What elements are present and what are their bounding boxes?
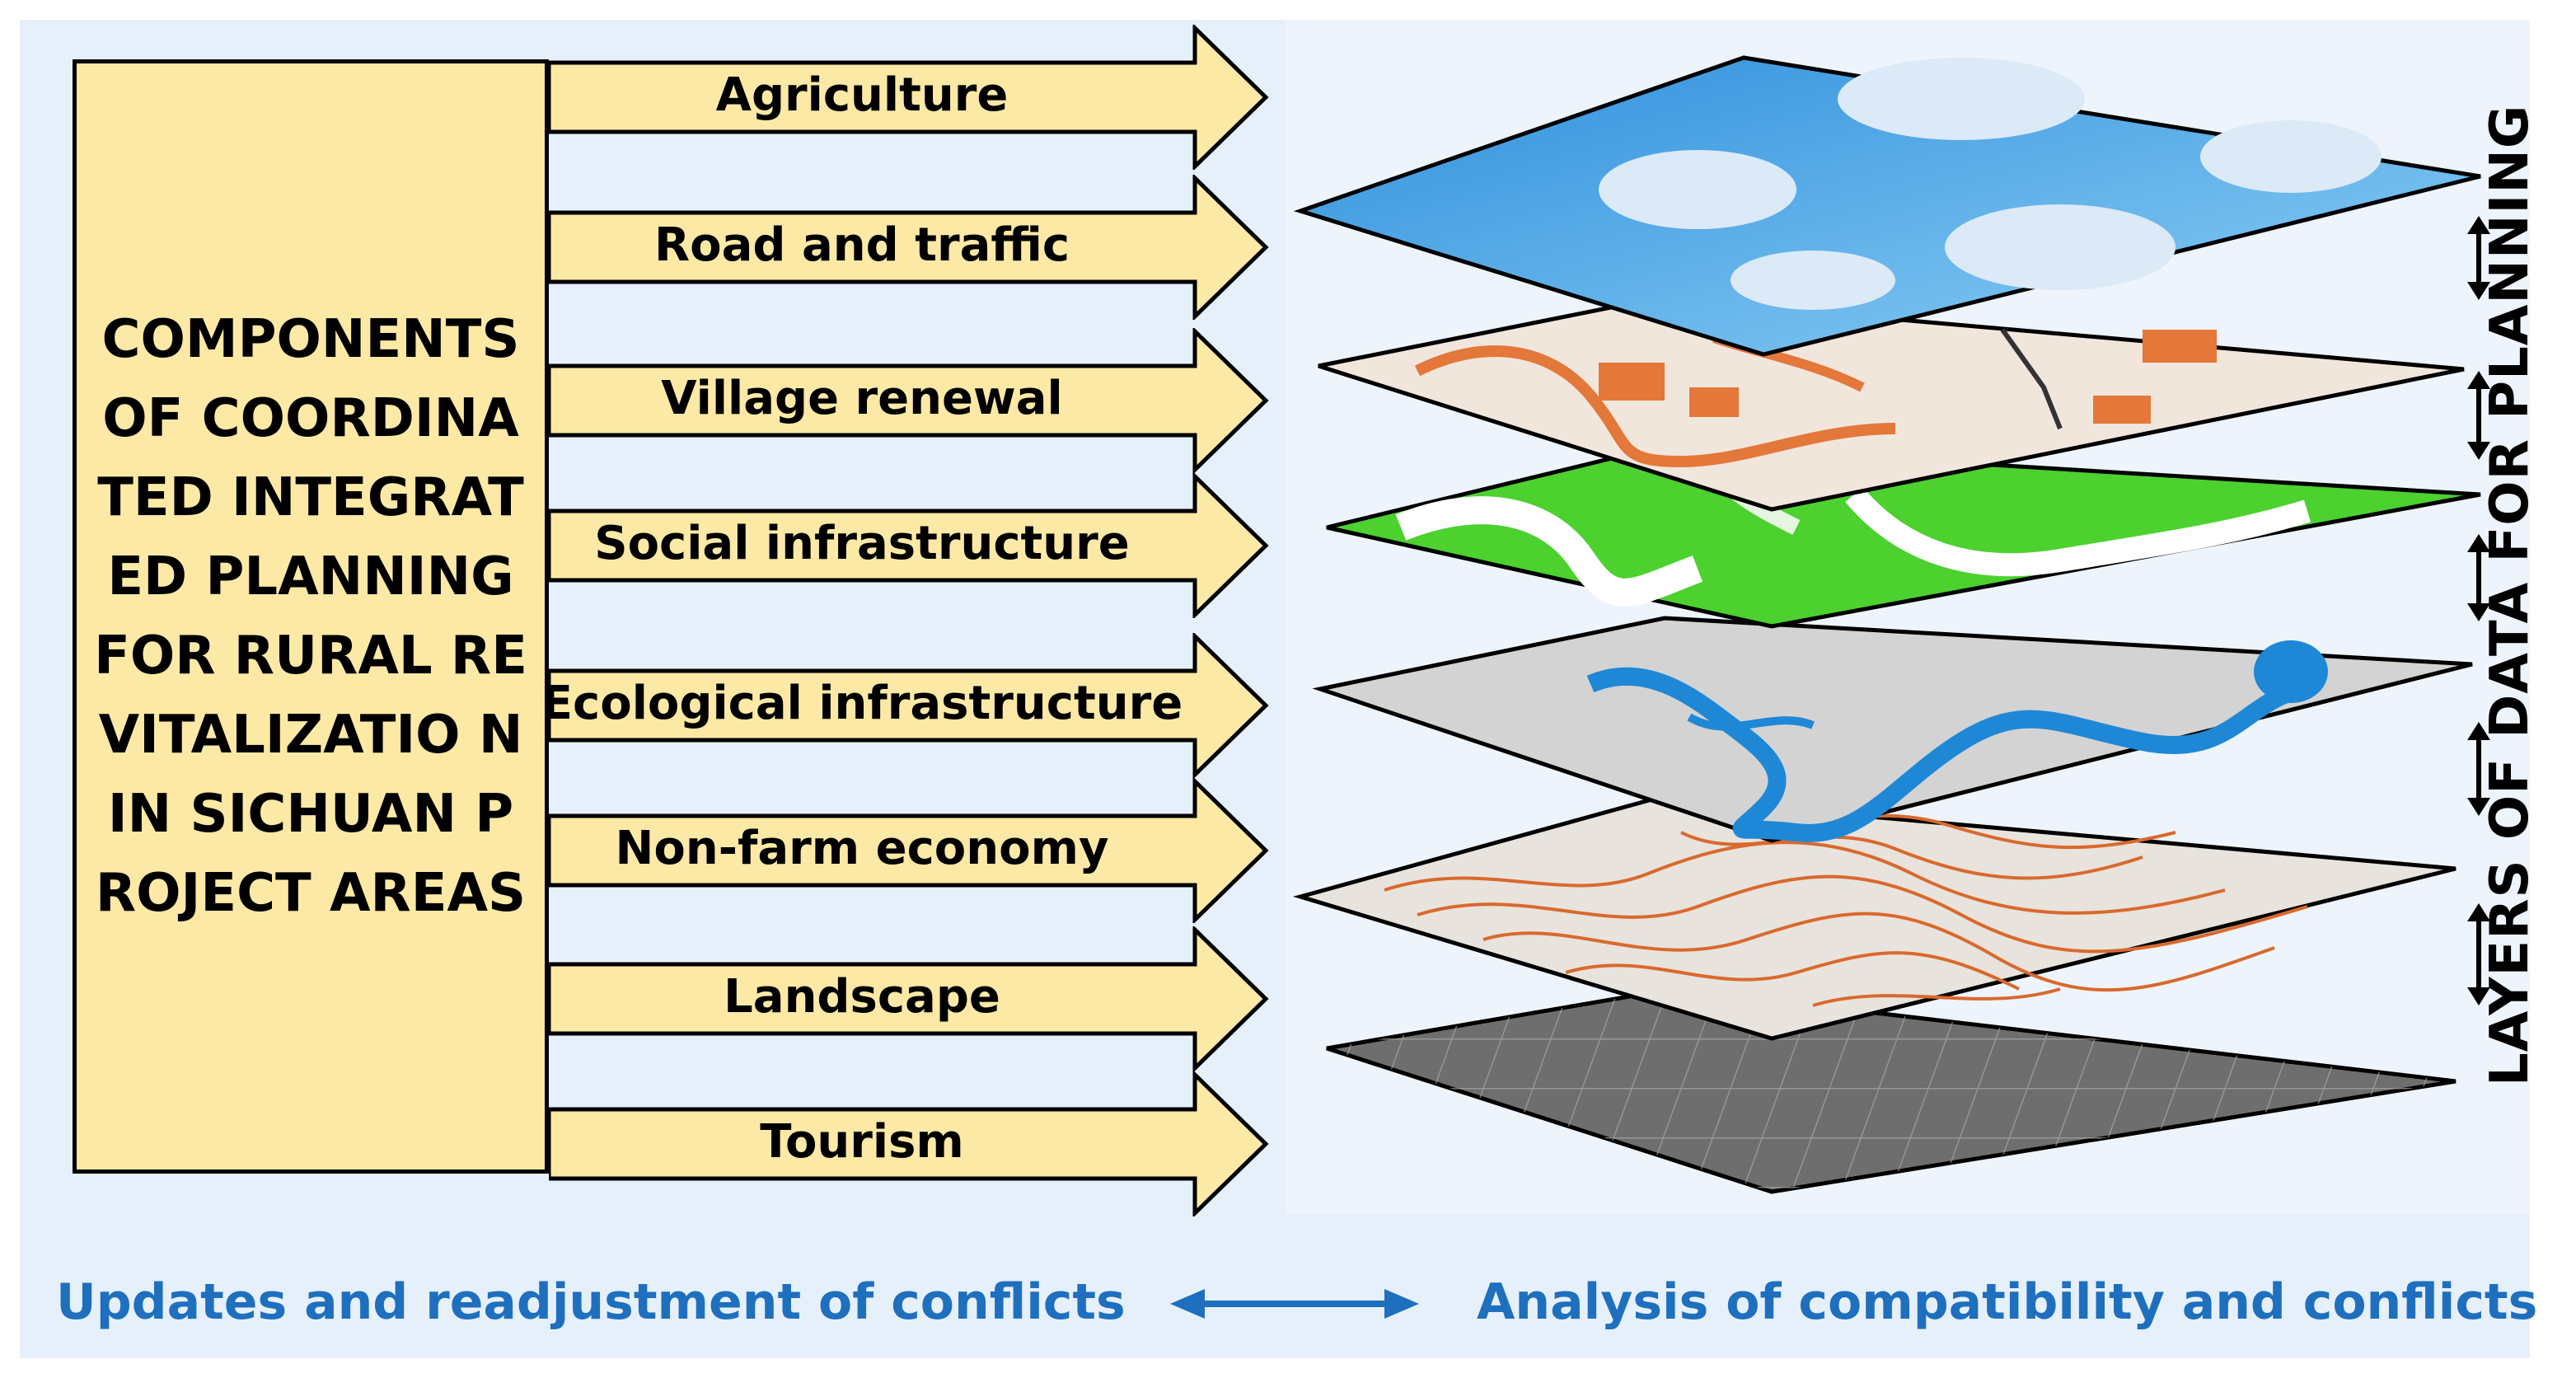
component-label: Non-farm economy: [615, 821, 1109, 875]
component-arrow: Road and traffic: [549, 175, 1274, 320]
footer-right-text: Analysis of compatibility and conflicts: [1477, 1273, 2538, 1331]
layers-title: LAYERS OF DATA FOR PLANNING: [2480, 104, 2541, 1086]
footer-double-arrow: [1170, 1289, 1419, 1319]
layer-double-arrow: [2467, 216, 2490, 300]
layer-connector-arrows: [2467, 216, 2490, 1005]
arrow-shape: [549, 473, 1269, 618]
arrow-shape: [549, 1071, 1269, 1216]
component-arrow: Landscape: [549, 926, 1274, 1071]
layer-double-arrow: [2467, 371, 2490, 460]
component-label: Agriculture: [715, 68, 1009, 122]
component-label: Social infrastructure: [594, 516, 1130, 570]
water-layer: [1312, 616, 2473, 843]
arrow-shape: [549, 25, 1269, 170]
footer-left-text: Updates and readjustment of conflicts: [56, 1273, 1126, 1331]
arrow-shape: [549, 328, 1269, 473]
sky-layer: [1293, 55, 2481, 357]
arrow-shape: [549, 633, 1269, 778]
component-label: Ecological infrastructure: [541, 676, 1183, 730]
component-arrow: Non-farm economy: [549, 778, 1274, 923]
layer-double-arrow: [2467, 722, 2490, 816]
components-box: COMPONENTS OF COORDINATED INTEGRATED PLA…: [73, 59, 549, 1174]
component-arrow: Social infrastructure: [549, 473, 1274, 618]
component-label: Road and traffic: [653, 218, 1070, 272]
component-label: Village renewal: [661, 371, 1063, 425]
component-label: Tourism: [760, 1114, 964, 1169]
base-grid-layer: [1326, 987, 2457, 1194]
arrow-shape: [549, 926, 1269, 1071]
components-title: COMPONENTS OF COORDINATED INTEGRATED PLA…: [94, 309, 527, 924]
arrow-shape: [549, 175, 1269, 320]
component-arrow: Ecological infrastructure: [541, 633, 1274, 778]
component-label: Landscape: [724, 969, 1000, 1024]
settlement-layer: [1318, 296, 2465, 512]
layer-double-arrow: [2467, 903, 2490, 1005]
component-arrow: Tourism: [549, 1071, 1274, 1216]
component-arrow: Agriculture: [549, 25, 1274, 170]
component-arrow: Village renewal: [549, 328, 1274, 473]
arrow-shape: [549, 778, 1269, 923]
contour-layer: [1292, 795, 2457, 1041]
layer-double-arrow: [2467, 534, 2490, 621]
